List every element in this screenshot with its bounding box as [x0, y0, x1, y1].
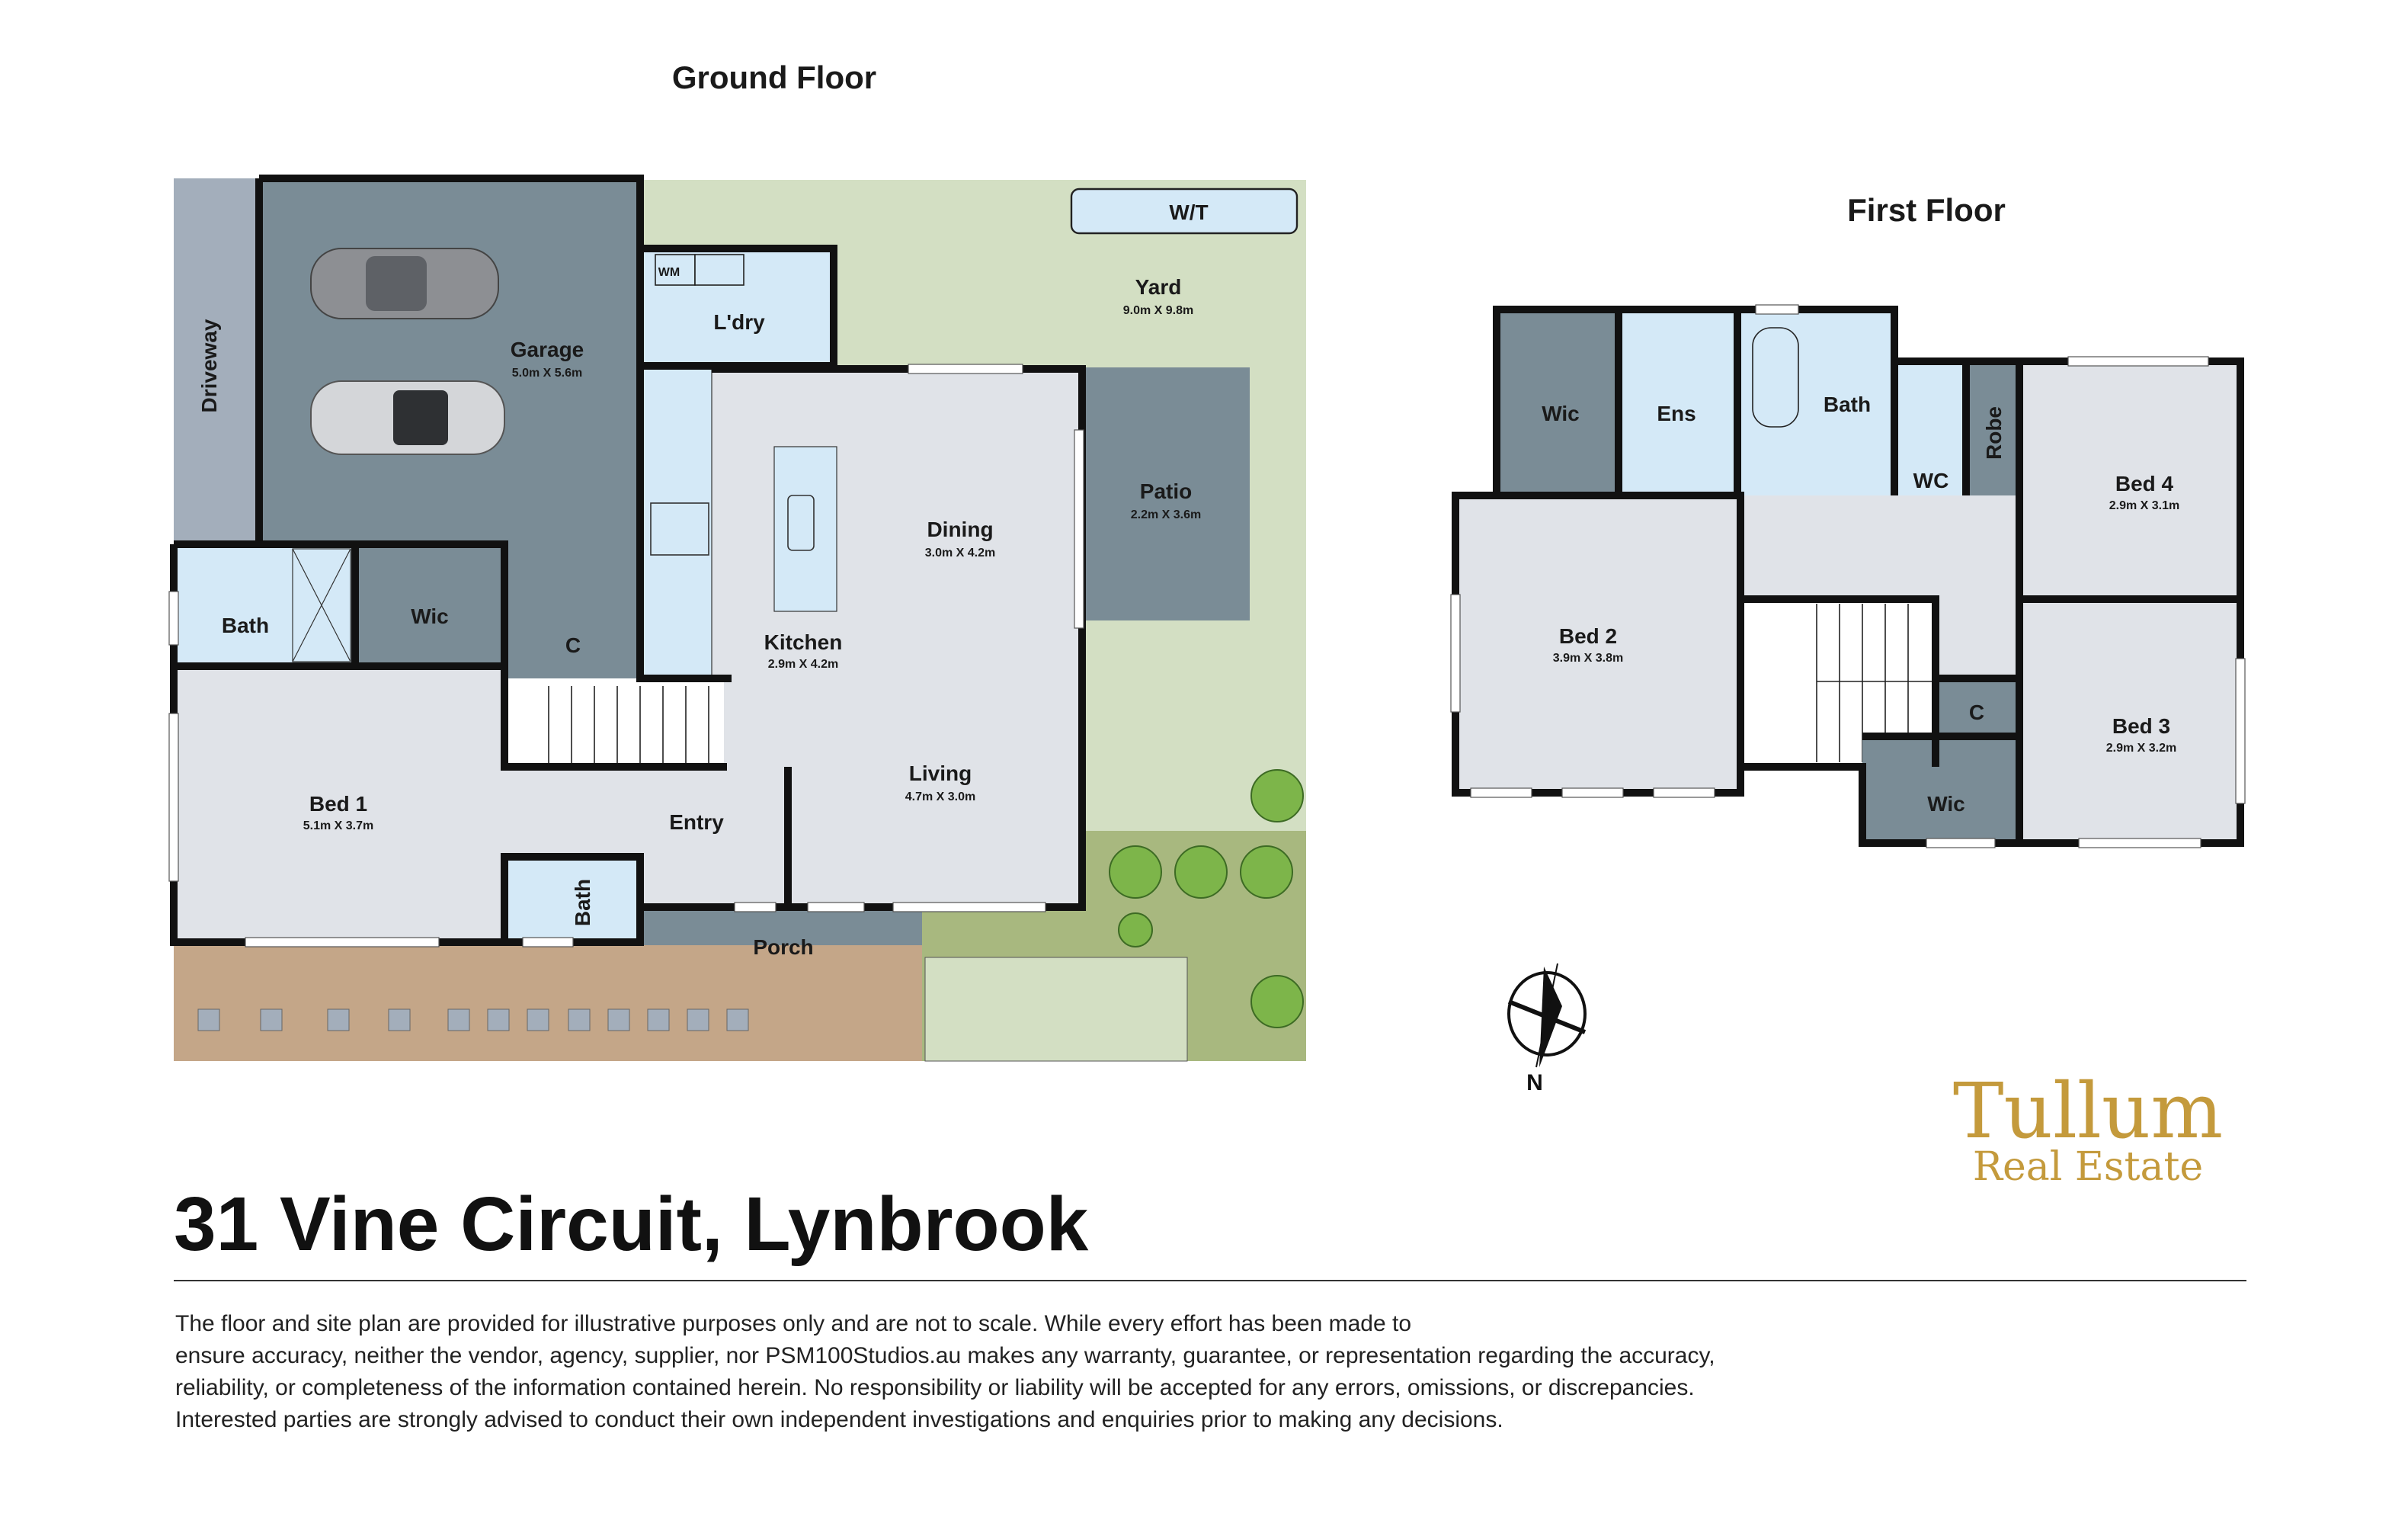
wc-label: WC [1913, 469, 1949, 492]
entry-label: Entry [669, 810, 724, 834]
kitchen-dims: 2.9m X 4.2m [768, 658, 839, 671]
bed1-area [174, 666, 504, 942]
robe-area [1966, 361, 2019, 495]
ground-floor-title: Ground Floor [672, 59, 876, 95]
living-label: Living [909, 762, 972, 785]
cupboard-area [1936, 678, 2019, 736]
kitchen-bench [639, 368, 712, 679]
windows [168, 364, 1084, 947]
windows [1450, 304, 2246, 848]
logo-tagline: Real Estate [1973, 1144, 2203, 1190]
first-floor-title: First Floor [1847, 192, 2006, 228]
dining-dims: 3.0m X 4.2m [925, 547, 996, 560]
property-address: 31 Vine Circuit, Lynbrook [174, 1182, 1089, 1267]
patio-area [1082, 367, 1250, 620]
front-garden [924, 957, 1188, 1062]
disclaimer-line: Interested parties are strongly advised … [175, 1407, 1503, 1432]
bed2-area [1455, 495, 1740, 793]
bed3-label: Bed 3 [2112, 714, 2170, 738]
north-label: N [1526, 1070, 1543, 1095]
bath-label: Bath [1824, 393, 1871, 416]
water-tank-label: W/T [1169, 200, 1208, 224]
bed2-dims: 3.9m X 3.8m [1553, 652, 1624, 665]
yard-dims: 9.0m X 9.8m [1123, 304, 1194, 317]
driveway-area [174, 178, 259, 544]
wic-label: Wic [1542, 402, 1580, 425]
bed3-dims: 2.9m X 3.2m [2106, 742, 2177, 755]
wc-area [1894, 361, 1966, 495]
bath2-area [504, 857, 640, 942]
stepping-stones [197, 1008, 749, 1031]
bed3-area [2019, 599, 2240, 843]
cupboard-area [504, 544, 640, 678]
bath2-label: Bath [571, 879, 594, 926]
driveway-label: Driveway [197, 319, 221, 412]
stairs[interactable] [508, 681, 724, 765]
yard-label: Yard [1135, 275, 1182, 299]
disclaimer-line: The floor and site plan are provided for… [175, 1311, 1411, 1336]
porch-label: Porch [753, 935, 813, 959]
bathtub-icon [1752, 327, 1799, 428]
wic-label: Wic [411, 604, 449, 628]
patio-label: Patio [1140, 479, 1192, 503]
bath-area [1737, 309, 1894, 495]
wic2-area [1862, 736, 2019, 843]
kitchen-label: Kitchen [764, 630, 843, 654]
bed4-label: Bed 4 [2115, 472, 2174, 495]
wic2-label: Wic [1927, 792, 1965, 816]
first-floor-plan: First Floor Wic Ens Bath WC Robe Bed 4 2… [1450, 192, 2246, 848]
bed2-label: Bed 2 [1559, 624, 1617, 648]
front-area [174, 945, 922, 1061]
bath-label: Bath [222, 614, 269, 637]
dining-label: Dining [927, 518, 993, 541]
cupboard-label: C [1969, 701, 1984, 724]
patio-dims: 2.2m X 3.6m [1131, 508, 1202, 521]
laundry-sink [694, 254, 744, 286]
ens-label: Ens [1657, 402, 1696, 425]
tree-icons [1109, 769, 1304, 1028]
north-arrow-icon: N [1507, 963, 1587, 1095]
ground-floor-plan: Ground Floor [168, 59, 1306, 1062]
wic-area [1497, 309, 1619, 495]
first-floor-walls [1452, 306, 2244, 847]
cupboard-label: C [565, 633, 581, 657]
disclaimer-line: reliability, or completeness of the info… [175, 1375, 1695, 1400]
disclaimer: The floor and site plan are provided for… [175, 1311, 1715, 1432]
cooktop-icon [650, 502, 709, 556]
garage-dims: 5.0m X 5.6m [512, 367, 583, 380]
ground-floor-walls [170, 175, 1086, 946]
bed4-area [2019, 361, 2240, 599]
sink-icon [787, 495, 815, 551]
water-tank [1070, 188, 1298, 235]
disclaimer-line: ensure accuracy, neither the vendor, age… [175, 1343, 1715, 1368]
wm-label: WM [658, 266, 680, 279]
kitchen-island [773, 446, 837, 612]
bed1-dims: 5.1m X 3.7m [303, 819, 374, 832]
living-dims: 4.7m X 3.0m [905, 790, 976, 803]
robe-label: Robe [1982, 406, 2006, 460]
garage-label: Garage [511, 338, 584, 361]
bed1-label: Bed 1 [309, 792, 367, 816]
ens-area [1619, 309, 1737, 495]
wic-area [355, 544, 504, 663]
car-icons [310, 248, 505, 455]
bed4-dims: 2.9m X 3.1m [2109, 499, 2180, 512]
laundry-label: L'dry [713, 310, 765, 334]
logo-name: Tullum [1953, 1066, 2223, 1156]
tullum-logo: Tullum Real Estate [1953, 1066, 2223, 1190]
